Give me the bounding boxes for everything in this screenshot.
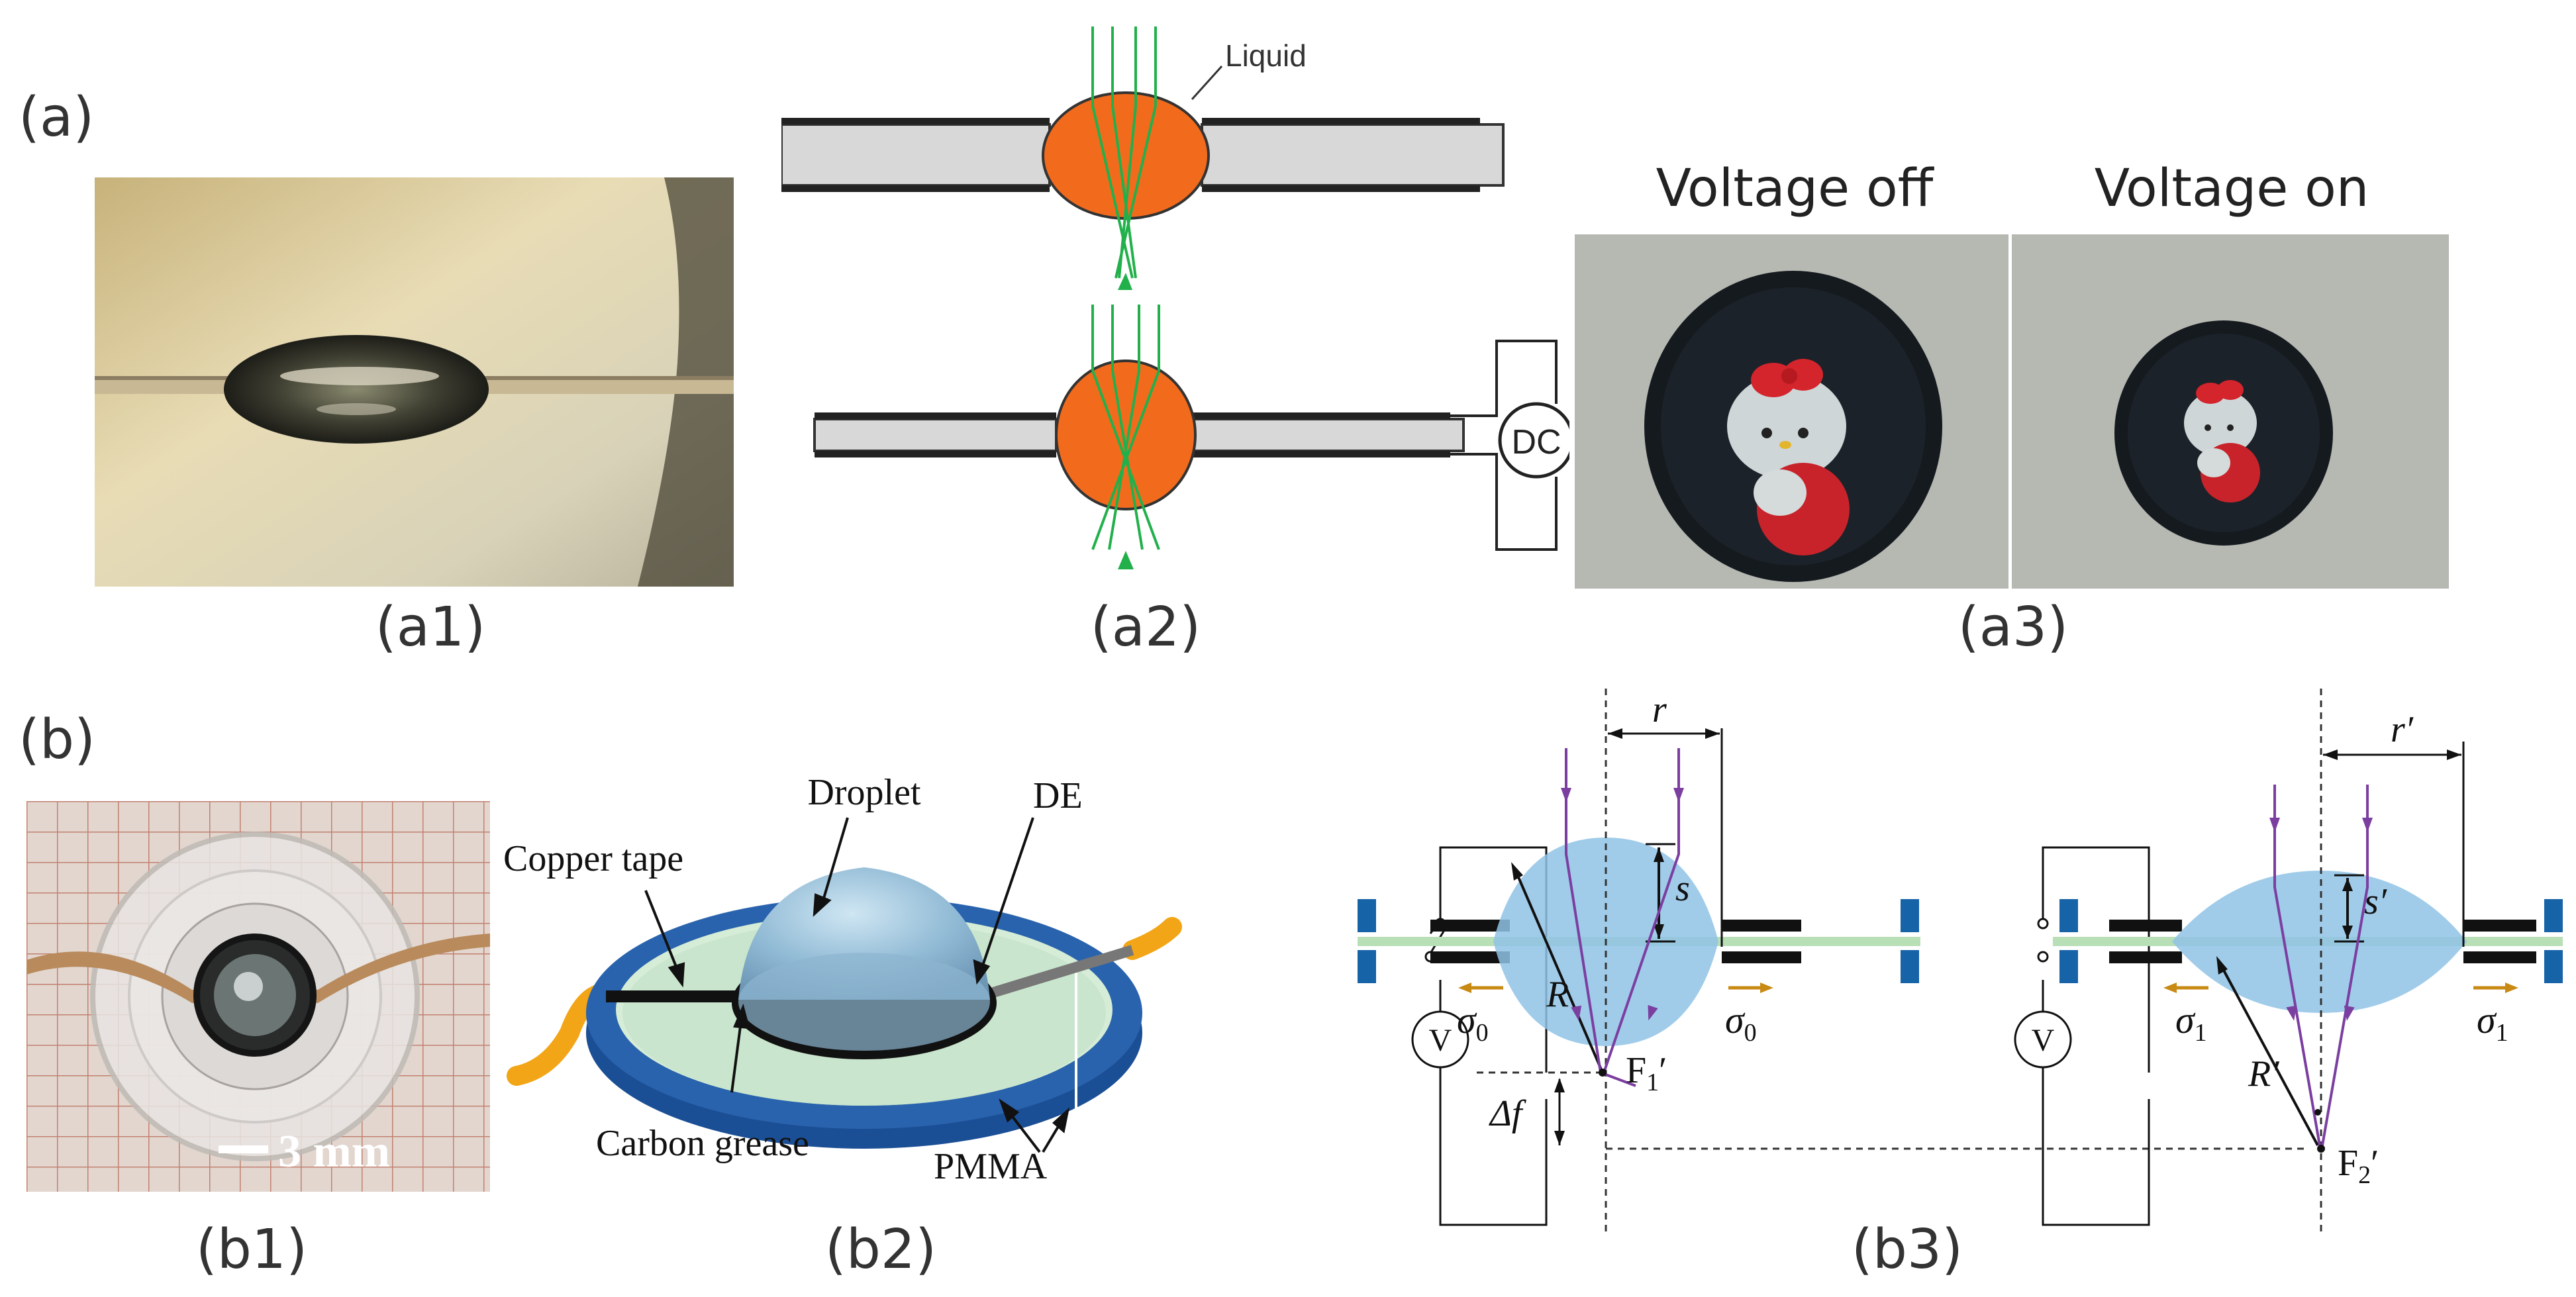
r-label: r bbox=[1652, 689, 1667, 730]
b3-optics-schematic: V r s R bbox=[1291, 689, 2563, 1231]
voltage-off-heading: Voltage off bbox=[1656, 159, 1934, 218]
R-label: R bbox=[1546, 974, 1569, 1015]
scale-bar-label: 3 mm bbox=[278, 1126, 391, 1177]
label-a3: (a3) bbox=[1957, 596, 2069, 659]
voltmeter-left: V bbox=[1429, 1023, 1452, 1058]
carbon-grease-label: Carbon grease bbox=[596, 1123, 809, 1164]
pmma-label: PMMA bbox=[934, 1146, 1048, 1187]
label-a1: (a1) bbox=[375, 596, 486, 659]
voltage-on-heading: Voltage on bbox=[2094, 159, 2369, 218]
sigma0-left: σ0 bbox=[1457, 998, 1489, 1047]
a2-schematic: Liquid DC bbox=[780, 26, 1575, 576]
label-b1: (b1) bbox=[195, 1218, 308, 1281]
delta-f-label: Δf bbox=[1489, 1093, 1527, 1134]
b1-device-photo: 3 mm bbox=[26, 801, 490, 1192]
de-label: DE bbox=[1033, 775, 1083, 816]
panel-label-b: (b) bbox=[19, 708, 96, 771]
F2-label: F2′ bbox=[2338, 1143, 2379, 1189]
a3-voltage-on-photo bbox=[2012, 234, 2449, 589]
sigma1-right: σ1 bbox=[2477, 998, 2508, 1047]
label-b3: (b3) bbox=[1851, 1218, 1963, 1281]
sigma0-right: σ0 bbox=[1725, 998, 1757, 1047]
a3-voltage-off-photo bbox=[1575, 234, 2008, 589]
label-a2: (a2) bbox=[1090, 596, 1201, 659]
copper-tape-label: Copper tape bbox=[503, 838, 683, 879]
droplet-label: Droplet bbox=[807, 772, 921, 813]
b2-schematic: Droplet DE Copper tape Carbon grease PMM… bbox=[503, 748, 1258, 1198]
a1-droplet-photo bbox=[95, 177, 734, 587]
dc-label: DC bbox=[1511, 423, 1561, 461]
sigma1-left: σ1 bbox=[2175, 998, 2207, 1047]
s-label: s bbox=[1675, 868, 1690, 909]
F1-label: F1′ bbox=[1626, 1050, 1667, 1096]
panel-label-a: (a) bbox=[19, 86, 95, 149]
label-b2: (b2) bbox=[824, 1218, 937, 1281]
voltmeter-right: V bbox=[2032, 1023, 2055, 1058]
r-prime-label: r′ bbox=[2391, 709, 2414, 750]
liquid-label: Liquid bbox=[1225, 38, 1307, 73]
R-prime-label: R′ bbox=[2248, 1053, 2279, 1094]
